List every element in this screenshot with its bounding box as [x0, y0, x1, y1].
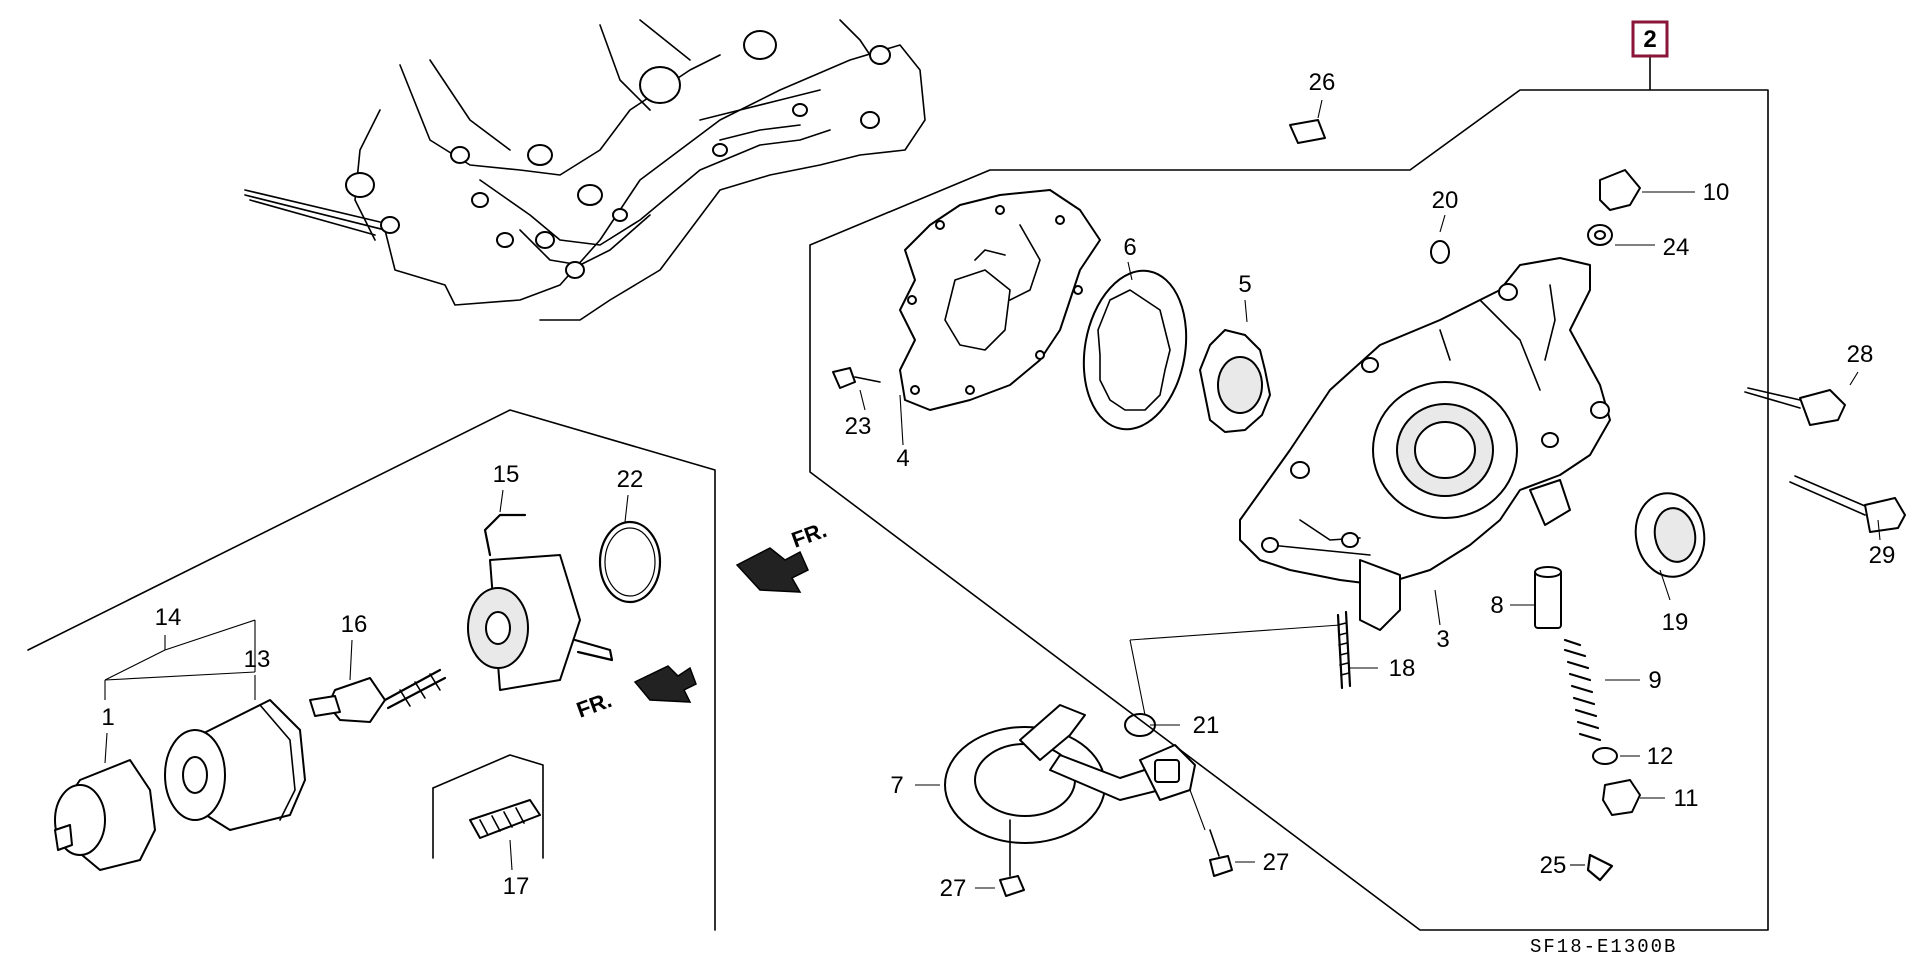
label-part-28: 28 [1847, 341, 1874, 368]
label-part-29: 29 [1869, 542, 1896, 569]
label-part-12: 12 [1647, 743, 1674, 770]
inner-rotor [1199, 329, 1271, 433]
label-part-13: 13 [244, 646, 271, 673]
front-direction-arrows [633, 547, 809, 703]
label-part-5: 5 [1238, 271, 1251, 298]
label-part-8: 8 [1490, 592, 1503, 619]
label-part-25: 25 [1540, 852, 1567, 879]
label-part-7: 7 [890, 772, 903, 799]
engine-block-drawing [244, 19, 926, 321]
diagram-code: SF18-E1300B [1530, 936, 1677, 958]
label-part-4: 4 [896, 445, 909, 472]
label-part-26: 26 [1309, 69, 1336, 96]
label-part-2: 2 [1643, 26, 1656, 53]
label-part-22: 22 [617, 466, 644, 493]
connector-bolt [309, 668, 447, 723]
oil-seal [1634, 492, 1706, 578]
label-part-15: 15 [493, 461, 520, 488]
label-part-17: 17 [503, 873, 530, 900]
o-ring-22 [598, 520, 662, 604]
oil-filter-group-outline [27, 409, 716, 931]
assembly-2-outline [809, 20, 1769, 931]
label-part-20: 20 [1432, 187, 1459, 214]
label-part-3: 3 [1436, 626, 1449, 653]
label-part-14: 14 [155, 604, 182, 631]
label-part-21: 21 [1193, 712, 1220, 739]
part-labels: 2 26 20 10 24 28 29 19 6 5 8 9 12 11 25 … [101, 26, 1895, 902]
oil-strainer [944, 704, 1233, 897]
leader-lines [104, 99, 1881, 889]
label-part-11: 11 [1674, 785, 1699, 812]
label-part-23: 23 [845, 413, 872, 440]
label-part-10: 10 [1703, 179, 1730, 206]
label-part-6: 6 [1123, 234, 1136, 261]
small-parts [832, 119, 1906, 882]
label-part-16: 16 [341, 611, 368, 638]
fr-label-upper: FR. [788, 517, 830, 553]
oil-filter-cartridge [164, 699, 306, 831]
oil-cooler [467, 513, 614, 691]
label-part-1: 1 [101, 704, 114, 731]
pump-cover-plate [899, 189, 1101, 411]
fr-label-lower: FR. [573, 687, 615, 723]
label-part-9: 9 [1648, 667, 1661, 694]
label-part-19: 19 [1662, 609, 1689, 636]
label-part-24: 24 [1663, 234, 1690, 261]
fr-labels: FR. FR. [573, 517, 830, 723]
outer-rotor [1082, 269, 1188, 431]
label-part-27-right: 27 [1263, 849, 1290, 876]
label-part-18: 18 [1389, 655, 1416, 682]
stud-17 [469, 799, 541, 839]
label-part-27-left: 27 [940, 875, 967, 902]
oil-pump-body [1239, 257, 1611, 631]
oil-filter-base [54, 759, 156, 871]
